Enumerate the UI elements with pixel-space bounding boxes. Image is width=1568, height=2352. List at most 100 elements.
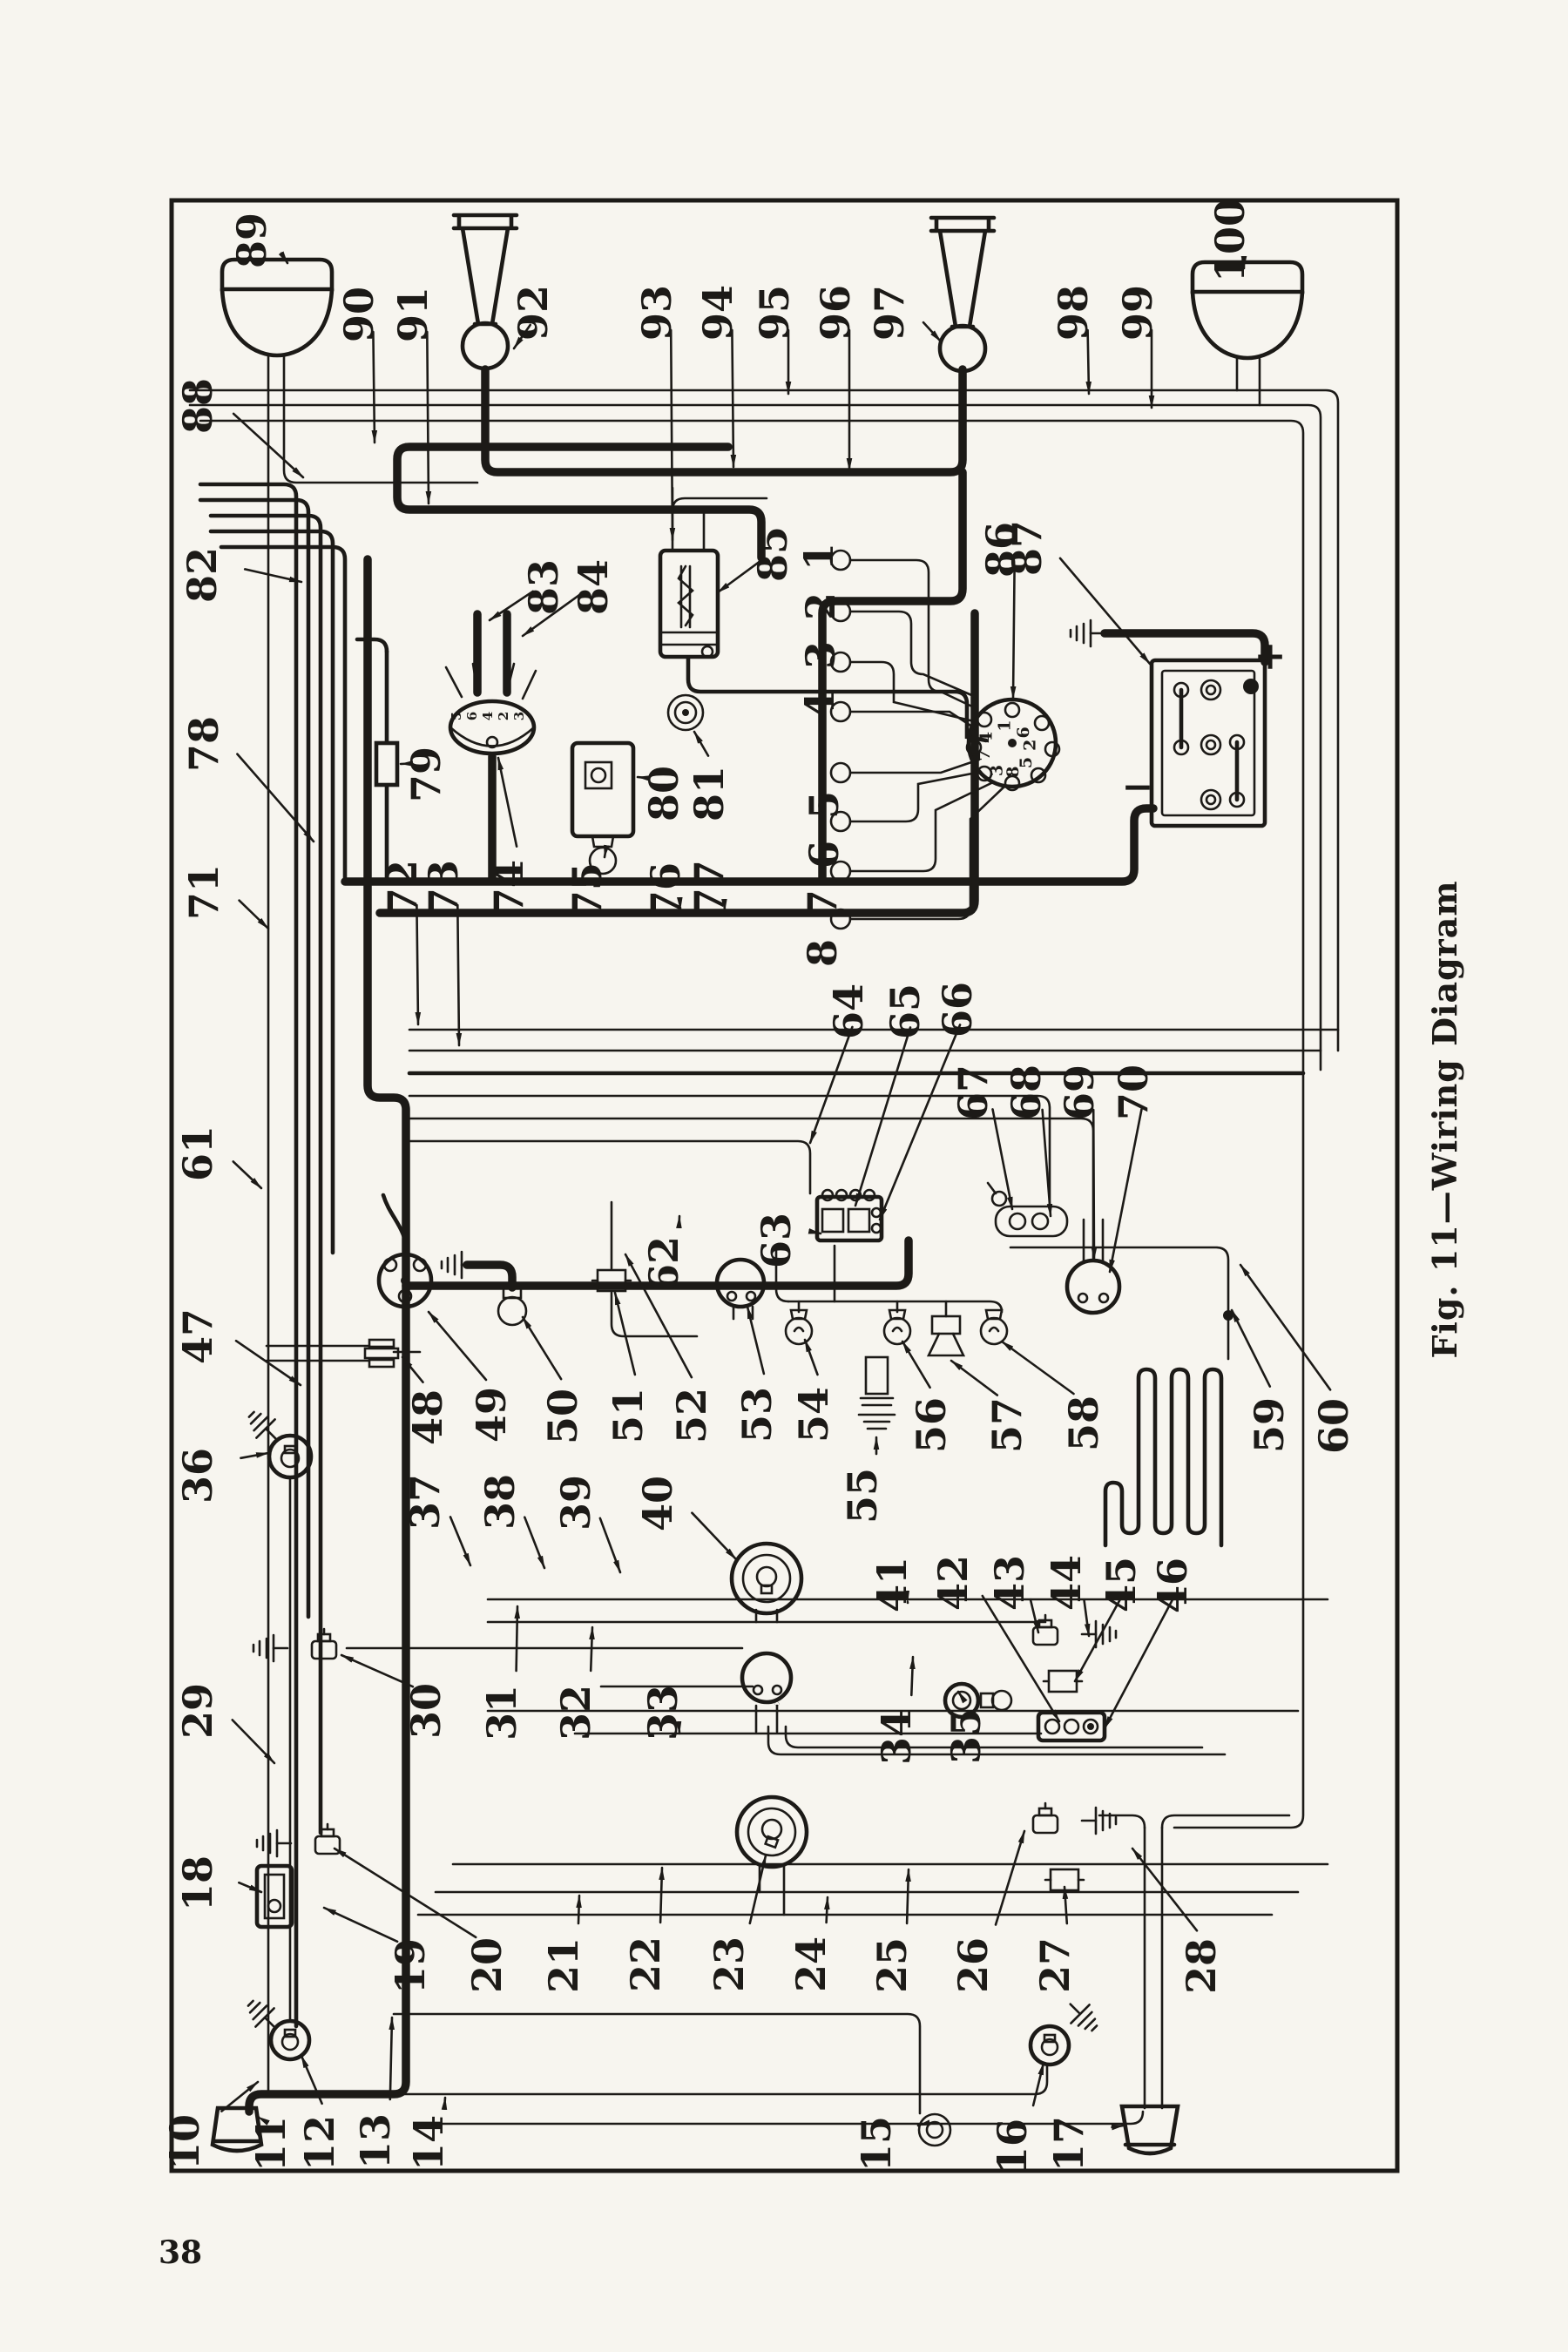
diagram-border — [169, 198, 1400, 2173]
cylinder-part-symbol — [857, 1355, 896, 1430]
leader-line-16 — [1031, 2061, 1045, 2107]
part-label-91: 91 — [389, 287, 436, 342]
part-label-72: 72 — [379, 860, 426, 916]
part-label-36: 36 — [174, 1448, 221, 1504]
leader-line-30 — [340, 1653, 415, 1688]
part-label-16: 16 — [989, 2119, 1036, 2174]
part-label-98: 98 — [1050, 285, 1097, 341]
dome-lamp-symbol — [740, 1651, 794, 1705]
part-label-52: 52 — [668, 1388, 715, 1443]
fuse-symbol-79 — [374, 740, 400, 787]
bulb-icon — [784, 1308, 814, 1346]
leader-line-47 — [234, 1339, 302, 1387]
leader-line-83 — [488, 590, 534, 622]
part-label-74: 74 — [485, 860, 532, 916]
leader-line-24 — [824, 1896, 830, 1924]
part-label-32: 32 — [552, 1685, 599, 1740]
parking-lamp-symbol-17 — [1119, 2104, 1180, 2156]
leader-line-12 — [300, 2054, 323, 2105]
leader-line-72 — [415, 903, 422, 1026]
connector-symbol — [363, 1338, 400, 1369]
ground-icon — [240, 1992, 286, 2038]
leader-line-81 — [693, 730, 710, 757]
part-label-59: 59 — [1246, 1397, 1293, 1453]
horn-left-symbol — [451, 213, 519, 371]
battery-minus-sign: − — [1122, 765, 1154, 809]
sender-symbol — [943, 1681, 1013, 1720]
leader-line-50 — [521, 1315, 563, 1381]
leader-line-45 — [1073, 1597, 1122, 1683]
headlamp-right-symbol — [1190, 260, 1305, 361]
distributor-digit-6: 6 — [1014, 727, 1033, 738]
part-label-7: 7 — [799, 889, 846, 917]
part-label-90: 90 — [335, 287, 382, 342]
leader-line-49 — [427, 1310, 488, 1382]
ground-icon — [255, 1828, 293, 1858]
component-layer — [210, 213, 1305, 2156]
part-label-79: 79 — [402, 747, 449, 802]
leader-line-79 — [399, 760, 414, 767]
bulb-icon — [882, 1308, 912, 1346]
part-label-35: 35 — [943, 1708, 990, 1764]
wire-layer — [188, 354, 1340, 2126]
leader-line-68 — [1041, 1108, 1053, 1218]
leader-line-54 — [803, 1338, 819, 1376]
headlamp-left-symbol — [220, 257, 335, 358]
part-label-51: 51 — [605, 1388, 652, 1443]
lamp-symbol-36 — [267, 1433, 314, 1480]
ignition-coil-symbol — [658, 548, 720, 659]
ignition-lock-symbol — [254, 1863, 294, 1930]
part-label-27: 27 — [1031, 1937, 1078, 1993]
leader-line-73 — [456, 903, 463, 1047]
distributor-digit-4: 4 — [977, 732, 997, 743]
part-label-78: 78 — [180, 716, 227, 772]
leader-line-21 — [576, 1894, 582, 1925]
part-label-10: 10 — [161, 2114, 208, 2170]
lamp-double-symbol-40 — [729, 1541, 804, 1616]
leader-line-97 — [922, 321, 943, 343]
distributor-symbol — [965, 697, 1061, 792]
leader-line-74 — [497, 756, 518, 848]
part-label-23: 23 — [706, 1936, 753, 1992]
part-label-48: 48 — [404, 1389, 451, 1445]
leader-line-51 — [613, 1291, 637, 1376]
distributor-digit-1: 1 — [996, 720, 1015, 731]
part-label-28: 28 — [1178, 1938, 1225, 1994]
leader-line-56 — [901, 1340, 931, 1389]
leader-line-17 — [1111, 2124, 1125, 2131]
leader-line-70 — [1108, 1108, 1143, 1274]
part-label-95: 95 — [751, 285, 798, 341]
leader-line-10 — [220, 2080, 260, 2112]
cap-digit-5: 5 — [449, 712, 464, 720]
part-label-11: 11 — [247, 2116, 294, 2172]
part-label-41: 41 — [868, 1557, 916, 1612]
terminal-block-symbol — [814, 1188, 884, 1243]
gauge-symbol — [666, 693, 705, 732]
leader-line-93 — [669, 328, 676, 542]
part-label-20: 20 — [463, 1937, 510, 1993]
part-label-5: 5 — [801, 791, 848, 819]
fuel-gauge-symbol — [1064, 1258, 1122, 1315]
cap-digit-4: 4 — [480, 712, 496, 720]
leader-line-64 — [808, 1025, 854, 1145]
bulb-icon — [979, 1308, 1009, 1346]
part-label-57: 57 — [983, 1397, 1031, 1453]
part-label-25: 25 — [868, 1937, 916, 1993]
part-label-84: 84 — [570, 559, 617, 615]
part-label-73: 73 — [420, 860, 467, 916]
ground-icon — [1069, 618, 1106, 648]
switch-icon-30 — [310, 1627, 338, 1660]
leader-line-53 — [746, 1305, 766, 1375]
leader-line-80 — [636, 775, 651, 781]
part-label-53: 53 — [733, 1387, 781, 1443]
part-label-22: 22 — [622, 1936, 669, 1992]
part-label-18: 18 — [174, 1855, 221, 1911]
lamp-symbol-53 — [714, 1257, 767, 1309]
part-label-19: 19 — [387, 1938, 434, 1994]
cap-digit-2: 2 — [496, 712, 511, 720]
part-label-44: 44 — [1043, 1555, 1090, 1611]
part-label-50: 50 — [539, 1389, 586, 1444]
battery-plus-sign: + — [1254, 634, 1287, 679]
part-label-49: 49 — [468, 1387, 515, 1443]
